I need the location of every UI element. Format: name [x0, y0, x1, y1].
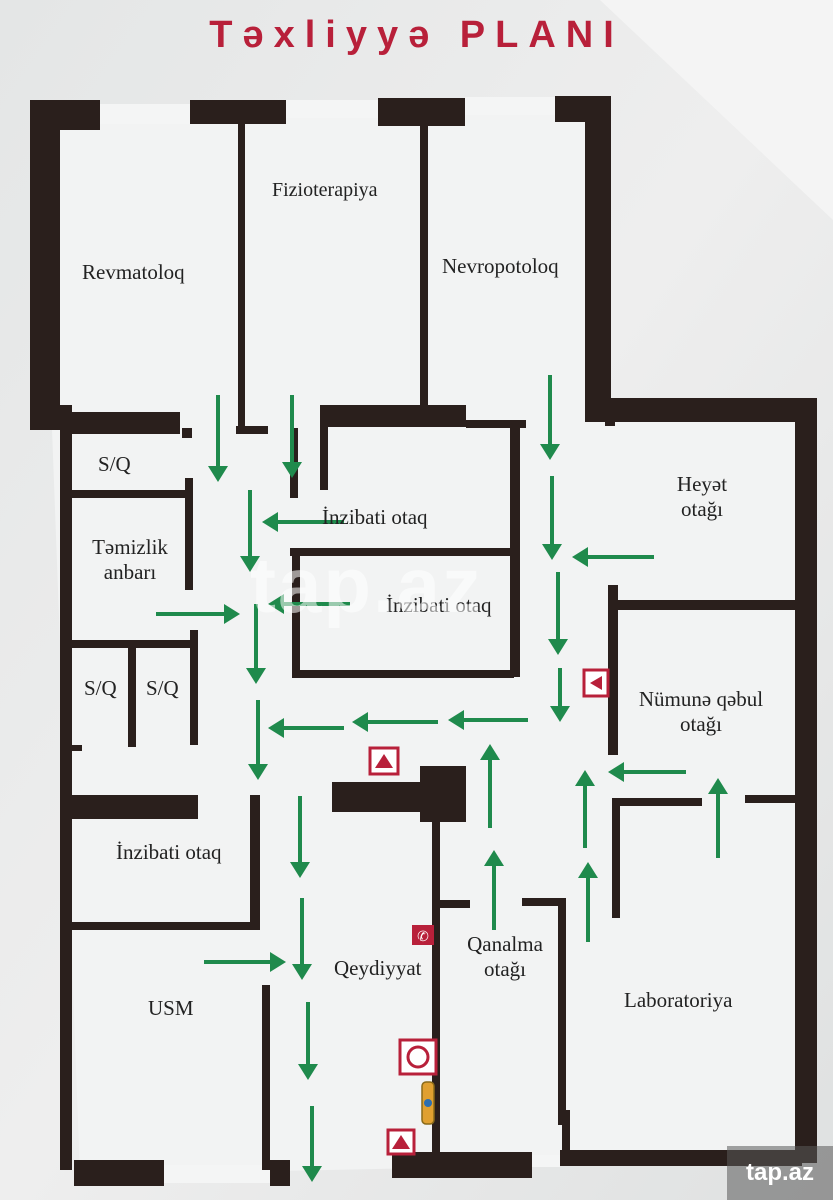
evacuation-arrow	[246, 604, 266, 684]
room-heyet-line2: otağı	[681, 497, 723, 522]
evacuation-arrow	[550, 668, 570, 722]
room-qanalma-otagi: Qanalma otağı	[462, 932, 548, 982]
room-usm: USM	[148, 996, 194, 1020]
evacuation-arrow	[608, 762, 686, 782]
room-fizioterapiya: Fizioterapiya	[272, 179, 378, 201]
room-sq-2: S/Q	[84, 676, 117, 700]
room-numune-line2: otağı	[680, 712, 722, 737]
evacuation-arrow	[248, 700, 268, 780]
room-numune-line1: Nümunə qəbul	[638, 687, 764, 711]
evacuation-arrow	[575, 770, 595, 848]
room-laboratoriya: Laboratoriya	[624, 988, 733, 1012]
evacuation-arrow	[448, 710, 528, 730]
evacuation-arrow	[282, 395, 302, 478]
evacuation-arrow	[484, 850, 504, 930]
svg-text:✆: ✆	[417, 929, 429, 945]
room-temizlik-line1: Təmizlik	[92, 535, 168, 559]
room-revmatoloq: Revmatoloq	[82, 260, 185, 284]
walls	[30, 96, 817, 1186]
evacuation-arrow	[204, 952, 286, 972]
room-numune-qebul-otagi: Nümunə qəbul otağı	[628, 687, 774, 737]
evacuation-arrow	[290, 796, 310, 878]
evacuation-arrow	[298, 1002, 318, 1080]
evacuation-arrow	[352, 712, 438, 732]
room-qeydiyyat: Qeydiyyat	[334, 956, 422, 980]
evacuation-arrow	[708, 778, 728, 858]
fire-alarm-icon	[386, 1128, 416, 1156]
brand-badge: tap.az	[727, 1146, 833, 1200]
room-inzibati-lower: İnzibati otaq	[386, 593, 492, 617]
phone-icon: ✆	[412, 925, 434, 945]
room-nevropotoloq: Nevropotoloq	[442, 254, 559, 278]
evacuation-arrow	[540, 375, 560, 460]
evacuation-arrow	[240, 490, 260, 572]
evacuation-arrow	[208, 395, 228, 482]
room-temizlik-line2: anbarı	[103, 560, 157, 585]
room-sq-1: S/Q	[98, 452, 131, 476]
fire-alarm-icon	[368, 746, 400, 776]
evacuation-arrow	[542, 476, 562, 560]
room-inzibati-upper: İnzibati otaq	[322, 505, 428, 529]
evacuation-arrow	[548, 572, 568, 655]
fire-extinguisher-icon	[421, 1081, 435, 1125]
room-heyet-line1: Heyət	[676, 472, 728, 496]
evacuation-arrow	[578, 862, 598, 942]
fire-alarm-icon	[582, 668, 610, 698]
plan-title: Təxliyyə PLANI	[209, 14, 624, 56]
evacuation-arrows	[156, 375, 728, 1182]
watermark: tap.az	[250, 541, 484, 629]
room-inzibati-left: İnzibati otaq	[116, 840, 222, 864]
room-qanalma-line2: otağı	[484, 957, 526, 982]
evacuation-arrow	[302, 1106, 322, 1182]
evacuation-arrow	[262, 512, 344, 532]
room-temizlik-anbari: Təmizlik anbarı	[80, 535, 180, 585]
fire-hose-icon	[398, 1038, 438, 1076]
evacuation-arrow	[572, 547, 654, 567]
room-heyet-otagi: Heyət otağı	[660, 472, 744, 522]
evacuation-arrow	[292, 898, 312, 980]
evacuation-arrow	[480, 744, 500, 828]
room-qanalma-line1: Qanalma	[467, 932, 543, 956]
room-sq-3: S/Q	[146, 676, 179, 700]
evacuation-arrow	[268, 718, 344, 738]
evacuation-arrow	[268, 594, 350, 614]
evacuation-arrow	[156, 604, 240, 624]
